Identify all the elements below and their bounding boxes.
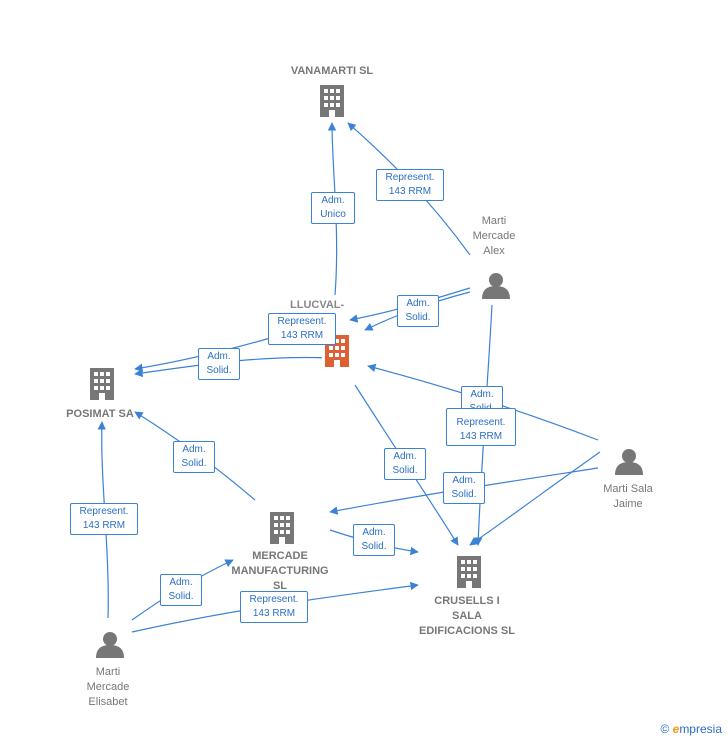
node-label-posimat[interactable]: POSIMAT SA — [66, 408, 134, 420]
node-label-crusells[interactable]: CRUSELLS I SALA EDIFICACIONS SL — [419, 595, 515, 637]
relation-label: Adm. Solid. — [198, 348, 240, 380]
relation-label: Adm. Solid. — [443, 472, 485, 504]
relation-label: Represent. 143 RRM — [268, 313, 336, 345]
relation-label: Adm. Unico — [311, 192, 355, 224]
node-label-marti-mercade-alex[interactable]: Marti Mercade Alex — [472, 215, 516, 257]
brand-name: mpresia — [679, 722, 722, 736]
person-icon — [482, 273, 510, 299]
building-icon — [270, 512, 294, 544]
relation-label: Represent. 143 RRM — [70, 503, 138, 535]
relation-label: Adm. Solid. — [397, 295, 439, 327]
edge-jaime-crusells — [469, 451, 601, 546]
relation-label: Represent. 143 RRM — [376, 169, 444, 201]
building-icon — [320, 85, 344, 117]
brand-e: e — [672, 722, 680, 736]
node-label-marti-sala-jaime[interactable]: Marti Sala Jaime — [603, 483, 653, 510]
person-icon — [96, 632, 124, 658]
building-icon — [90, 368, 114, 400]
building-icon — [457, 556, 481, 588]
node-label-marti-mercade-elisabet[interactable]: Marti Mercade Elisabet — [86, 666, 130, 708]
relation-label: Adm. Solid. — [160, 574, 202, 606]
relation-label: Represent. 143 RRM — [446, 408, 516, 446]
brand-logo: © empresia — [660, 722, 722, 736]
node-label-vanamarti[interactable]: VANAMARTI SL — [290, 65, 374, 77]
relation-label: Adm. Solid. — [384, 448, 426, 480]
relation-label: Adm. Solid. — [353, 524, 395, 556]
copyright-icon: © — [660, 722, 670, 736]
relation-label: Adm. Solid. — [173, 441, 215, 473]
relation-label: Represent. 143 RRM — [240, 591, 308, 623]
person-icon — [615, 449, 643, 475]
node-label-mercade-manufacturing[interactable]: MERCADE MANUFACTURING SL — [231, 550, 329, 592]
